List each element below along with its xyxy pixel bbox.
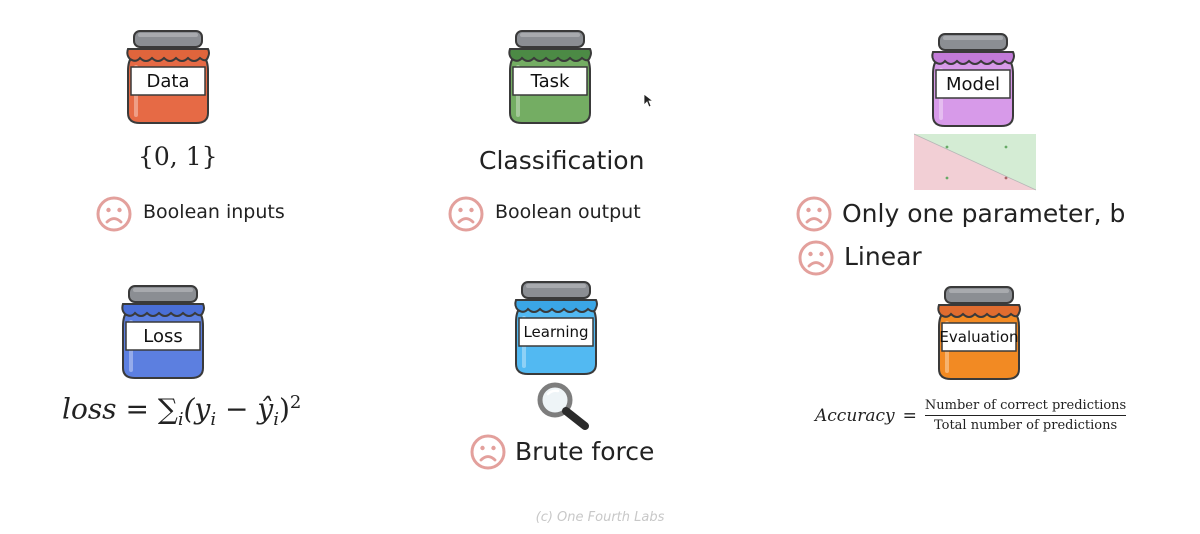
data-point: Boolean inputs bbox=[143, 201, 285, 223]
loss-eq: = bbox=[125, 392, 149, 426]
loss-body: (y bbox=[183, 392, 211, 426]
evaluation-jar-label: Evaluation bbox=[939, 328, 1019, 346]
model-point-1: Only one parameter, b bbox=[842, 199, 1126, 228]
data-jar: Data bbox=[120, 27, 216, 127]
learning-point: Brute force bbox=[515, 437, 655, 466]
loss-minus: − ŷ bbox=[216, 392, 274, 426]
jar-icon bbox=[126, 30, 210, 124]
learning-jar: Learning bbox=[508, 278, 604, 378]
footer-copyright: (c) One Fourth Labs bbox=[535, 510, 665, 525]
jar-icon bbox=[514, 281, 598, 375]
accuracy-numerator: Number of correct predictions bbox=[924, 398, 1127, 413]
model-jar: Model bbox=[925, 30, 1021, 130]
magnifier-icon bbox=[537, 382, 589, 430]
loss-power: 2 bbox=[289, 392, 302, 413]
jar-icon bbox=[508, 30, 592, 124]
loss-formula: loss = ∑i(yi − ŷi)2 bbox=[62, 392, 301, 430]
task-jar-label: Task bbox=[530, 70, 570, 92]
task-jar: Task bbox=[502, 27, 598, 127]
jar-icon bbox=[931, 33, 1015, 127]
sad-face-icon bbox=[448, 196, 484, 232]
model-point-2: Linear bbox=[844, 242, 922, 271]
data-value: {0, 1} bbox=[138, 142, 218, 171]
loss-sum: ∑ bbox=[157, 392, 178, 426]
accuracy-lhs: Accuracy bbox=[815, 405, 895, 426]
model-plot-thumbnail bbox=[914, 132, 1036, 192]
sad-face-icon bbox=[798, 240, 834, 276]
accuracy-formula: Accuracy = Number of correct predictions… bbox=[815, 398, 1127, 433]
sad-face-icon bbox=[96, 196, 132, 232]
loss-hat-sub: i bbox=[273, 408, 279, 430]
loss-jar: Loss bbox=[115, 282, 211, 382]
sad-face-icon bbox=[470, 434, 506, 470]
model-jar-label: Model bbox=[945, 73, 1001, 95]
accuracy-eq: = bbox=[902, 405, 917, 426]
sad-face-icon bbox=[796, 196, 832, 232]
loss-close: ) bbox=[278, 392, 290, 426]
learning-jar-label: Learning bbox=[523, 323, 589, 341]
loss-sum-sub: i bbox=[177, 408, 184, 430]
evaluation-jar: Evaluation bbox=[931, 283, 1027, 383]
data-jar-label: Data bbox=[146, 70, 190, 92]
task-point: Boolean output bbox=[495, 201, 641, 223]
mouse-cursor-icon bbox=[643, 93, 655, 108]
accuracy-denominator: Total number of predictions bbox=[933, 418, 1118, 433]
task-value: Classification bbox=[479, 146, 645, 175]
loss-body-sub: i bbox=[210, 408, 217, 430]
fraction-bar bbox=[924, 415, 1127, 416]
loss-lhs: loss bbox=[62, 392, 117, 426]
jar-icon bbox=[937, 286, 1021, 380]
jar-icon bbox=[121, 285, 205, 379]
loss-jar-label: Loss bbox=[143, 325, 183, 347]
